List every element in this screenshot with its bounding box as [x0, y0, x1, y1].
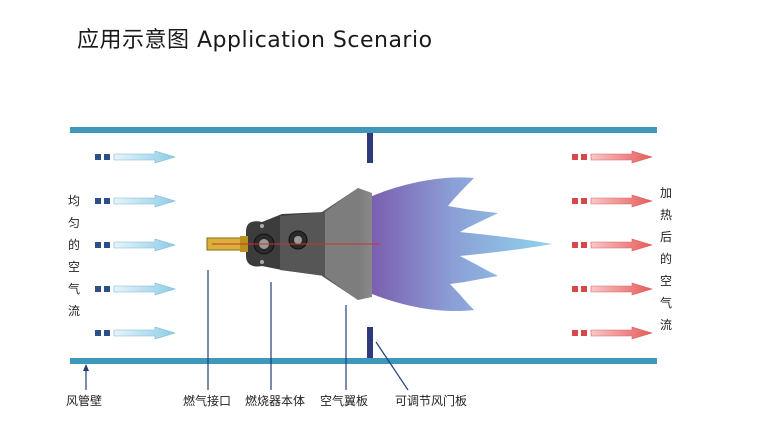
right-label-char: 流 — [659, 318, 672, 332]
right-label-char: 气 — [659, 296, 672, 310]
cold-air-arrows — [95, 150, 177, 340]
hot-air-arrow-icon — [572, 238, 654, 252]
right-label-char: 的 — [659, 252, 672, 266]
leader-duct-wall-arrow — [83, 364, 89, 371]
right-label-char: 空 — [659, 274, 672, 288]
leader-lines — [83, 270, 409, 391]
right-airflow-label: 加 热 后 的 空 气 流 — [658, 182, 674, 336]
duct-wall-bottom — [70, 358, 657, 364]
cold-air-arrow-icon — [95, 238, 177, 252]
left-label-char: 空 — [67, 260, 80, 274]
duct-wall-label: 风管壁 — [66, 394, 103, 408]
right-label-char: 加 — [659, 186, 672, 200]
damper-plate-top — [367, 133, 373, 163]
left-label-char: 流 — [67, 304, 80, 318]
cold-air-arrow-icon — [95, 282, 177, 296]
cold-air-arrow-icon — [95, 194, 177, 208]
hot-air-arrow-icon — [572, 282, 654, 296]
burner-body-label: 燃烧器本体 — [245, 394, 306, 408]
gas-inlet-label: 燃气接口 — [183, 394, 232, 408]
flame-icon — [372, 177, 552, 312]
damper-label: 可调节风门板 — [395, 394, 468, 408]
cold-air-arrow-icon — [95, 150, 177, 164]
leader-damper — [375, 341, 409, 391]
right-label-char: 后 — [659, 230, 672, 244]
hot-air-arrows — [572, 150, 654, 340]
duct-wall-top — [70, 127, 657, 133]
damper-plate-bottom — [367, 327, 373, 358]
hot-air-arrow-icon — [572, 150, 654, 164]
left-label-char: 气 — [67, 282, 80, 296]
left-label-char: 的 — [67, 238, 80, 252]
left-airflow-label: 均 匀 的 空 气 流 — [66, 190, 82, 322]
hot-air-arrow-icon — [572, 194, 654, 208]
right-label-char: 热 — [659, 208, 672, 222]
page-title: 应用示意图 Application Scenario — [77, 28, 433, 53]
left-label-char: 匀 — [67, 216, 80, 230]
hot-air-arrow-icon — [572, 326, 654, 340]
left-label-char: 均 — [67, 194, 80, 208]
air-wing-plate-label: 空气翼板 — [320, 394, 369, 408]
cold-air-arrow-icon — [95, 326, 177, 340]
